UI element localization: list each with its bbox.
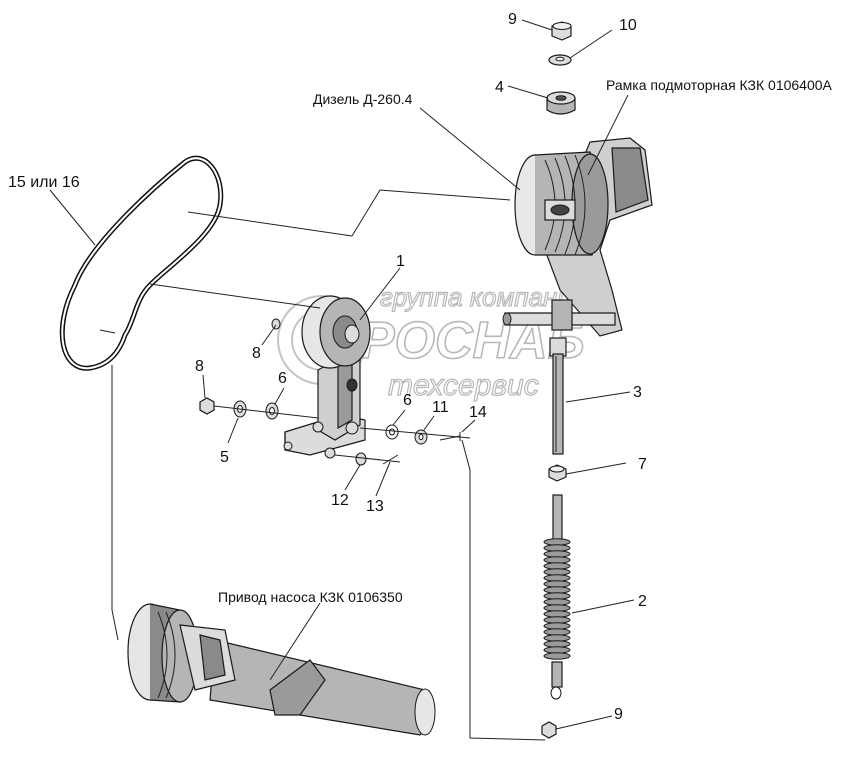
callout-7: 7 bbox=[638, 456, 647, 473]
label-frame: Рамка подмоторная КЗК 0106400А bbox=[606, 77, 833, 93]
callout-8-upper: 8 bbox=[252, 345, 261, 362]
spring-coil bbox=[543, 616, 571, 624]
spring-coil bbox=[543, 538, 571, 546]
callout-6-left: 6 bbox=[278, 370, 287, 387]
callout-4: 4 bbox=[495, 79, 504, 96]
spring-coil bbox=[543, 604, 571, 612]
diesel-pulley-assembly bbox=[502, 137, 653, 337]
label-pump-drive: Привод насоса КЗК 0106350 bbox=[218, 589, 403, 605]
tensioner-hardware bbox=[199, 397, 461, 466]
callout-9-top: 9 bbox=[508, 11, 517, 28]
spring-coil bbox=[543, 556, 571, 564]
callout-11: 11 bbox=[432, 399, 449, 416]
callout-9-bottom: 9 bbox=[614, 706, 623, 723]
nut-7 bbox=[548, 464, 567, 482]
spring-coil bbox=[543, 580, 571, 588]
spring-coil bbox=[543, 646, 571, 654]
tension-bolt-3 bbox=[549, 337, 567, 455]
spring-coil bbox=[543, 640, 571, 648]
spring-coil bbox=[543, 652, 571, 660]
spring-coil bbox=[543, 592, 571, 600]
watermark-line-3: техсервис bbox=[388, 369, 539, 402]
spring-coil bbox=[543, 550, 571, 558]
callout-14: 14 bbox=[469, 404, 487, 421]
callout-5: 5 bbox=[220, 449, 229, 466]
spring-coil bbox=[543, 610, 571, 618]
spring-coil bbox=[543, 628, 571, 636]
spring-coil bbox=[543, 598, 571, 606]
callout-6-right: 6 bbox=[403, 392, 412, 409]
spring-coil bbox=[543, 568, 571, 576]
spring-coil bbox=[543, 562, 571, 570]
nut-9-top bbox=[551, 21, 572, 41]
callout-1: 1 bbox=[396, 253, 405, 270]
label-belt: 15 или 16 bbox=[8, 174, 80, 191]
callout-8-left: 8 bbox=[195, 358, 204, 375]
nut-8-left bbox=[199, 397, 215, 415]
cotter-13 bbox=[382, 454, 399, 465]
v-belt bbox=[59, 155, 224, 371]
spring-2 bbox=[543, 494, 571, 700]
spring-coil bbox=[543, 544, 571, 552]
callout-13: 13 bbox=[366, 498, 384, 515]
washer-12 bbox=[355, 452, 367, 466]
spring-coil bbox=[543, 622, 571, 630]
spring-coil bbox=[543, 586, 571, 594]
callout-2: 2 bbox=[638, 593, 647, 610]
labels: Рамка подмоторная КЗК 0106400А Дизель Д-… bbox=[8, 11, 833, 723]
label-diesel: Дизель Д-260.4 bbox=[313, 91, 413, 107]
spring-coil bbox=[543, 574, 571, 582]
bushing-4 bbox=[546, 91, 576, 115]
nut-9-bottom bbox=[541, 721, 557, 739]
tensioner-1 bbox=[271, 295, 371, 459]
washer-10 bbox=[548, 54, 572, 66]
pump-drive-assembly bbox=[127, 603, 436, 736]
leader-lines bbox=[49, 19, 635, 741]
callout-3: 3 bbox=[633, 384, 642, 401]
callout-12: 12 bbox=[331, 492, 349, 509]
spring-coil bbox=[543, 634, 571, 642]
callout-10: 10 bbox=[619, 17, 637, 34]
